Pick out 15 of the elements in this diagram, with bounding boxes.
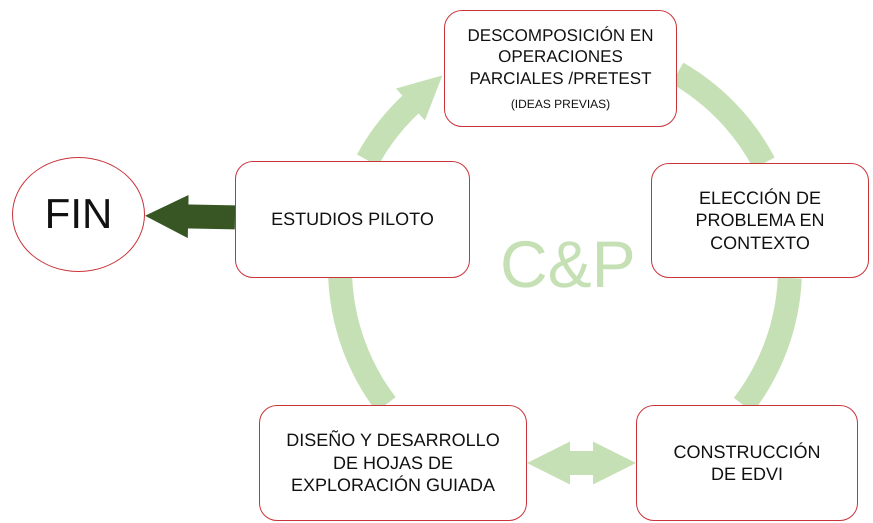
node-label: ESTUDIOS PILOTO [271,208,434,231]
node-label: ELECCIÓN DE PROBLEMA EN CONTEXTO [694,186,826,254]
arrow [145,194,236,238]
process-box [636,405,858,521]
node-subtext: (IDEAS PREVIAS) [510,96,610,112]
center-label: C&P [500,226,636,302]
process-box [444,10,677,127]
node-label: DESCOMPOSICIÓN EN OPERACIONES PARCIALES /PRETEST [466,25,655,89]
node-label: CONSTRUCCIÓN DE EDVI [672,440,822,486]
process-box [651,163,869,278]
node-label: DISEÑO Y DESARROLLO DE HOJAS DE EXPLORACIÓN GUIADA [285,429,501,497]
process-box [235,161,470,278]
arrow [527,441,636,485]
process-box [259,405,527,521]
node-label: FIN [44,189,112,240]
